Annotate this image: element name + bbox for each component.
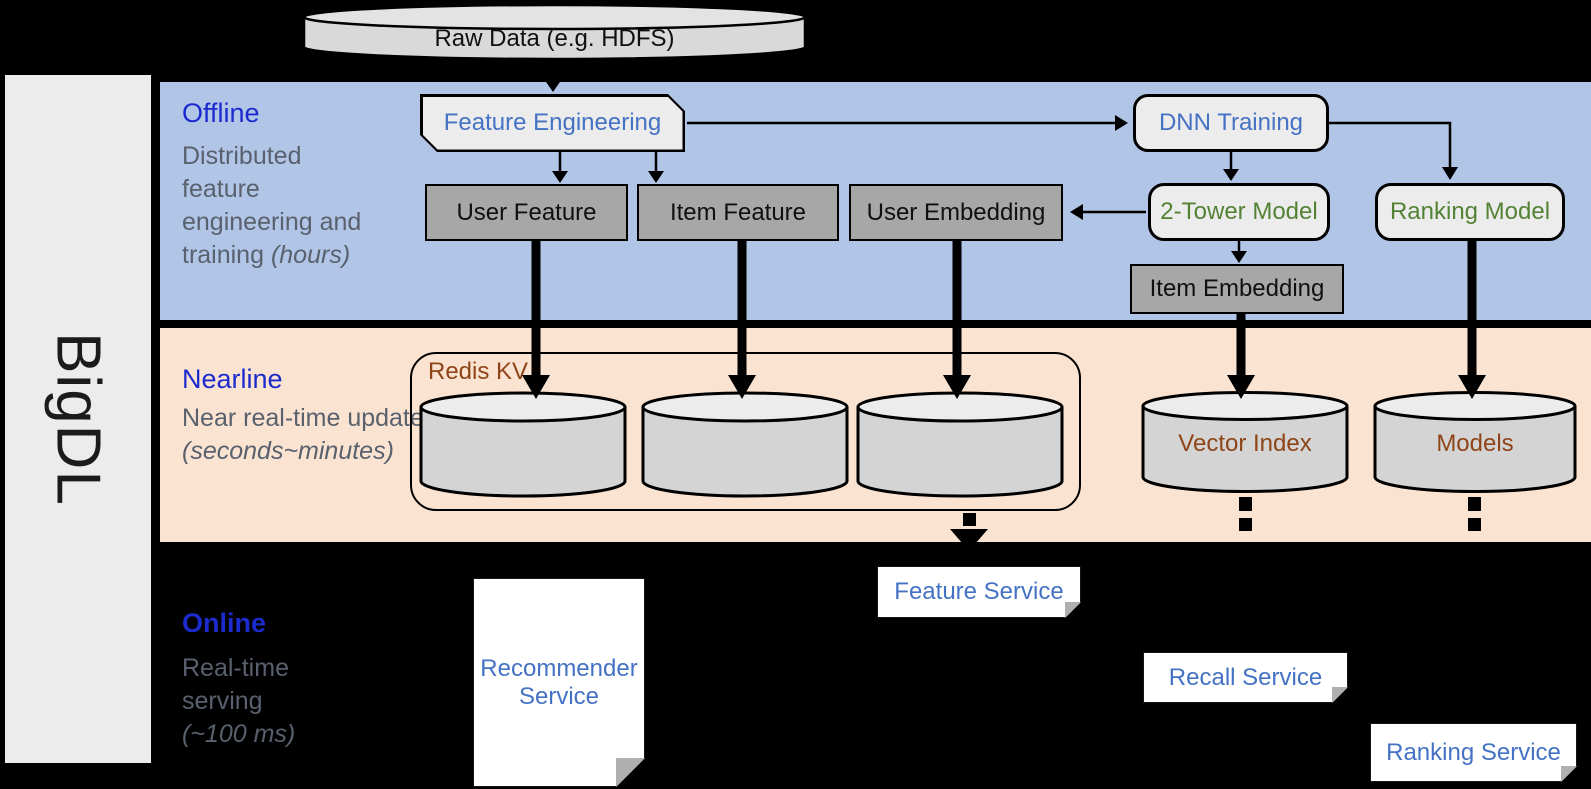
user-feature-label: User Feature xyxy=(456,198,597,226)
feature-service-label: Feature Service xyxy=(894,578,1064,605)
redis-shard-cylinder-3 xyxy=(855,390,1065,500)
item-embedding-node: Item Embedding xyxy=(1130,264,1344,314)
redis-shard-cylinder-2 xyxy=(640,390,850,500)
recall-service-node: Recall Service xyxy=(1143,652,1349,704)
redis-kv-label: Redis KV xyxy=(428,358,529,385)
feature-engineering-bg xyxy=(423,97,683,150)
models-cylinder: Models xyxy=(1372,390,1578,495)
item-feature-label: Item Feature xyxy=(669,198,807,226)
offline-description-note: (hours) xyxy=(270,241,351,269)
cylinder-shape xyxy=(856,391,1064,498)
recommender-service-node: Recommender Service xyxy=(473,578,646,788)
nearline-description: Near real-time update (seconds~minutes) xyxy=(182,402,427,468)
cylinder-shape xyxy=(641,391,849,498)
online-description: Real-time serving (~100 ms) xyxy=(182,652,332,751)
item-feature-node: Item Feature xyxy=(637,184,839,241)
offline-description-text: Distributed feature engineering and trai… xyxy=(182,142,362,269)
user-feature-node: User Feature xyxy=(425,184,628,241)
offline-description: Distributed feature engineering and trai… xyxy=(182,140,382,272)
nearline-description-text: Near real-time update xyxy=(182,404,424,432)
online-description-text: Real-time serving xyxy=(182,654,289,715)
ranking-model-node: Ranking Model xyxy=(1375,183,1565,241)
models-label: Models xyxy=(1436,430,1514,457)
online-description-note: (~100 ms) xyxy=(182,720,296,748)
vector-index-label: Vector Index xyxy=(1178,430,1312,457)
ranking-service-node: Ranking Service xyxy=(1370,723,1578,783)
bigdl-brand-label: BigDL xyxy=(43,332,113,506)
feature-engineering-label: Feature Engineering xyxy=(443,109,662,136)
cylinder-shape xyxy=(302,3,807,61)
two-tower-model-label: 2-Tower Model xyxy=(1160,198,1318,225)
feature-engineering-node: Feature Engineering xyxy=(420,94,685,152)
nearline-title: Nearline xyxy=(182,364,283,394)
user-embedding-label: User Embedding xyxy=(866,198,1046,226)
two-tower-model-node: 2-Tower Model xyxy=(1148,183,1330,241)
redis-shard-cylinder-1 xyxy=(418,390,628,500)
cylinder-shape xyxy=(1141,391,1349,493)
online-title: Online xyxy=(182,608,267,638)
recommender-service-label: Recommender Service xyxy=(480,654,638,710)
ranking-model-label: Ranking Model xyxy=(1389,198,1551,225)
dnn-training-node: DNN Training xyxy=(1133,94,1329,152)
recall-service-label: Recall Service xyxy=(1168,663,1323,691)
raw-data-label: Raw Data (e.g. HDFS) xyxy=(434,25,675,52)
ranking-service-label: Ranking Service xyxy=(1386,738,1561,766)
feature-service-node: Feature Service xyxy=(877,566,1082,619)
dnn-training-label: DNN Training xyxy=(1158,109,1304,136)
item-embedding-label: Item Embedding xyxy=(1149,275,1325,302)
offline-title: Offline xyxy=(182,98,260,128)
vector-index-cylinder: Vector Index xyxy=(1140,390,1350,495)
cylinder-shape xyxy=(419,391,627,498)
bigdl-sidebar: BigDL xyxy=(5,75,151,763)
user-embedding-node: User Embedding xyxy=(849,184,1063,241)
raw-data-cylinder: Raw Data (e.g. HDFS) xyxy=(302,3,807,62)
nearline-description-note: (seconds~minutes) xyxy=(182,437,394,465)
